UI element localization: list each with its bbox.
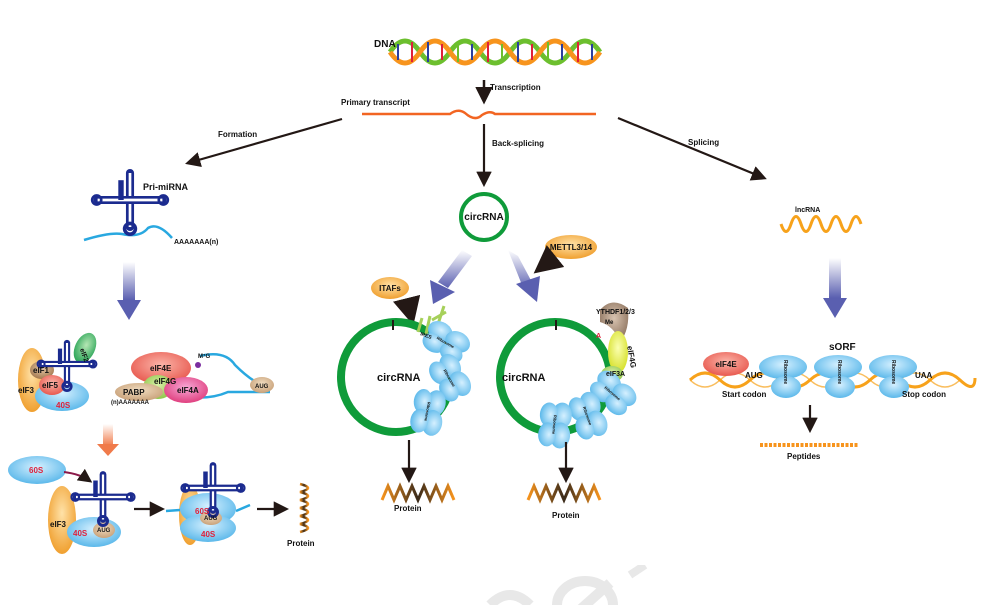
eif4g-label-m6a: eIF4G — [625, 345, 638, 368]
mettl-arrow — [533, 245, 565, 274]
eif3-label-2: eIF3 — [50, 520, 67, 529]
eif4e-factor-sorf — [703, 352, 749, 376]
primary-transcript-label: Primary transcript — [341, 98, 410, 107]
ribosome-label-6: Ribosome — [551, 415, 558, 435]
40s-label-2: 40S — [73, 529, 88, 538]
polya-n-label: (n)AAAAAAA — [111, 400, 150, 406]
m6a-circrna — [496, 302, 641, 450]
sorf-ribosome-3 — [869, 355, 917, 398]
protein-label-ires: Protein — [394, 504, 422, 513]
process-arrow-right — [823, 258, 847, 318]
uaa-label: UAA — [915, 371, 933, 380]
sorf-ribosome-label-3: Ribosome — [890, 360, 896, 384]
48s-complex — [48, 475, 135, 554]
circrna-label: circRNA — [464, 212, 503, 223]
start-codon-label: Start codon — [722, 390, 767, 399]
sorf-ribosome-label-1: Ribosome — [782, 360, 788, 384]
60s-joining-arrow — [63, 468, 93, 483]
aug-label-3: AUG — [204, 516, 218, 522]
splicing-arrow — [617, 116, 767, 181]
circrna-circle — [459, 192, 509, 242]
pri-mirna-label: Pri-miRNA — [143, 182, 189, 192]
m7g-cap — [195, 362, 201, 368]
aug-label-2: AUG — [97, 528, 111, 534]
eif4a-label: eIF4A — [177, 386, 199, 395]
eif3-label: eIF3 — [18, 386, 35, 395]
protein-zigzag-m6a — [526, 482, 602, 504]
40s-label: 40S — [56, 401, 71, 410]
60s-label-2: 60S — [195, 507, 210, 516]
eif4e-label-sorf: eIF4E — [715, 360, 737, 369]
formation-arrow — [185, 117, 343, 168]
eif5-label: eIF5 — [42, 381, 59, 390]
cap-binding-complex — [115, 352, 274, 403]
eif3a-label: eIF3A — [606, 371, 625, 378]
mettl-label: METTL3/14 — [550, 243, 593, 252]
eif2-label: eIF2 — [78, 348, 89, 364]
ythdf-label: YTHDF1/2/3 — [596, 309, 635, 316]
itafs-arrow — [392, 294, 421, 326]
itafs-label: ITAFs — [379, 284, 401, 293]
process-arrow-mid-left — [430, 250, 472, 304]
m7g-label: M⁷G — [198, 354, 210, 360]
ires-circrna — [337, 305, 476, 438]
lncrna-strand — [779, 215, 863, 233]
protein-label-left: Protein — [287, 539, 315, 548]
dna-helix — [387, 38, 603, 66]
eif4a-factor — [164, 377, 208, 403]
circrna-label-ires: circRNA — [377, 372, 420, 384]
peptides-label: Peptides — [787, 452, 821, 461]
stop-codon-label: Stop codon — [902, 390, 946, 399]
circrna-label-m6a: circRNA — [502, 372, 545, 384]
aug-codon — [250, 377, 274, 393]
eif2-factor — [73, 332, 97, 364]
eif4e-label: eIF4E — [150, 364, 172, 373]
watermark — [486, 565, 648, 605]
dna-label: DNA — [374, 39, 396, 50]
splicing-label: Splicing — [688, 138, 719, 147]
60s-subunit-free — [8, 456, 66, 484]
aug-label-sorf: AUG — [745, 371, 763, 380]
me-label: Me — [605, 320, 614, 326]
methyl-a-label: A — [596, 333, 601, 340]
pabp-factor — [115, 383, 163, 401]
ribosome-label-3: Ribosome — [423, 402, 431, 423]
aug-label: AUG — [255, 384, 269, 390]
40s-label-3: 40S — [201, 530, 216, 539]
process-arrow-left-2 — [97, 424, 119, 456]
sorf-ribosome-2 — [814, 355, 862, 398]
eif4g-factor-m6a — [608, 331, 628, 373]
ythdf-reader — [600, 302, 629, 342]
polya-tail-label: AAAAAAA(n) — [174, 239, 218, 246]
eif1-label: eIF1 — [33, 366, 50, 375]
back-splicing-label: Back-splicing — [492, 139, 544, 148]
eif5-factor — [39, 375, 65, 395]
pre-initiation-complex — [18, 332, 101, 412]
protein-coil-left — [299, 482, 310, 534]
lncrna-label: lncRNA — [795, 207, 820, 214]
process-arrow-left-1 — [117, 262, 141, 320]
pri-mirna-structure — [83, 173, 173, 242]
protein-zigzag-ires — [380, 482, 456, 504]
80s-ribosome — [165, 466, 251, 545]
ribosome-label-5: Ribosome — [582, 406, 594, 427]
transcription-label: Transcription — [490, 83, 541, 92]
ires-label: IRES — [419, 331, 433, 341]
sorf-label: sORF — [829, 342, 856, 353]
process-arrow-mid-right — [508, 250, 540, 302]
primary-transcript-strand — [362, 109, 596, 120]
pabp-label: PABP — [123, 388, 145, 397]
sorf-ribosome-1 — [759, 355, 807, 398]
sorf-ribosome-label-2: Ribosome — [836, 360, 842, 384]
eif4e-factor — [131, 352, 191, 384]
itafs-factor — [371, 277, 409, 299]
formation-label: Formation — [218, 130, 257, 139]
60s-label-free: 60S — [29, 466, 44, 475]
protein-label-m6a: Protein — [552, 511, 580, 520]
eif4g-label: eIF4G — [154, 377, 176, 386]
